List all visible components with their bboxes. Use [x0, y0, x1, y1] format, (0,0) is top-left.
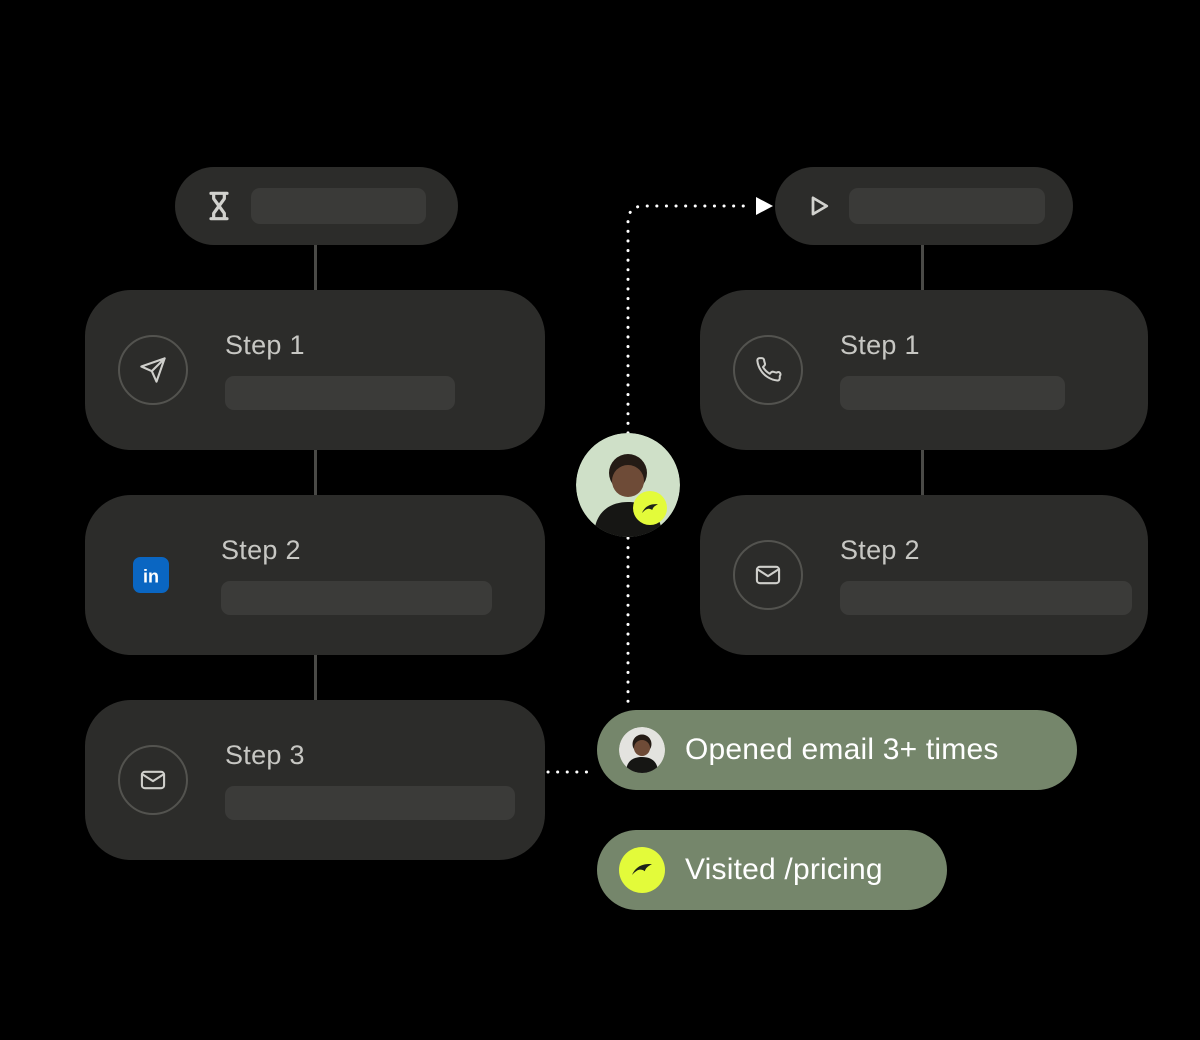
- step-label: Step 1: [840, 330, 920, 360]
- send-icon: [118, 335, 188, 405]
- email-icon: [733, 540, 803, 610]
- play-icon: [803, 191, 833, 221]
- right-sequence-header[interactable]: [775, 167, 1073, 245]
- step-label: Step 2: [221, 535, 301, 565]
- bird-icon: [619, 847, 665, 893]
- placeholder-bar: [225, 376, 455, 410]
- placeholder-bar: [221, 581, 492, 615]
- svg-text:in: in: [143, 566, 159, 586]
- bird-icon: [633, 491, 667, 525]
- badge-opened-email[interactable]: Opened email 3+ times: [597, 710, 1077, 790]
- person-avatar: [619, 727, 665, 773]
- step-label: Step 3: [225, 740, 305, 770]
- arrow-head-icon: [756, 197, 773, 215]
- lead-avatar: [576, 433, 680, 537]
- right-step-2-card[interactable]: Step 2: [700, 495, 1148, 655]
- linkedin-icon: in: [118, 542, 184, 608]
- email-icon: [118, 745, 188, 815]
- step-label: Step 2: [840, 535, 920, 565]
- hourglass-icon: [203, 189, 235, 223]
- badge-label: Opened email 3+ times: [685, 733, 999, 766]
- left-step-2-card[interactable]: in Step 2: [85, 495, 545, 655]
- placeholder-bar: [225, 786, 515, 820]
- connector-line: [921, 244, 924, 291]
- left-sequence-header[interactable]: [175, 167, 458, 245]
- badge-label: Visited /pricing: [685, 853, 883, 886]
- placeholder-bar: [840, 581, 1132, 615]
- step-label: Step 1: [225, 330, 305, 360]
- connector-line: [314, 654, 317, 701]
- badge-visited-pricing[interactable]: Visited /pricing: [597, 830, 947, 910]
- placeholder-bar: [840, 376, 1065, 410]
- phone-icon: [733, 335, 803, 405]
- connector-line: [314, 244, 317, 291]
- connector-line: [314, 449, 317, 496]
- connector-line: [921, 449, 924, 496]
- left-step-1-card[interactable]: Step 1: [85, 290, 545, 450]
- placeholder-bar: [849, 188, 1045, 224]
- right-step-1-card[interactable]: Step 1: [700, 290, 1148, 450]
- placeholder-bar: [251, 188, 426, 224]
- left-step-3-card[interactable]: Step 3: [85, 700, 545, 860]
